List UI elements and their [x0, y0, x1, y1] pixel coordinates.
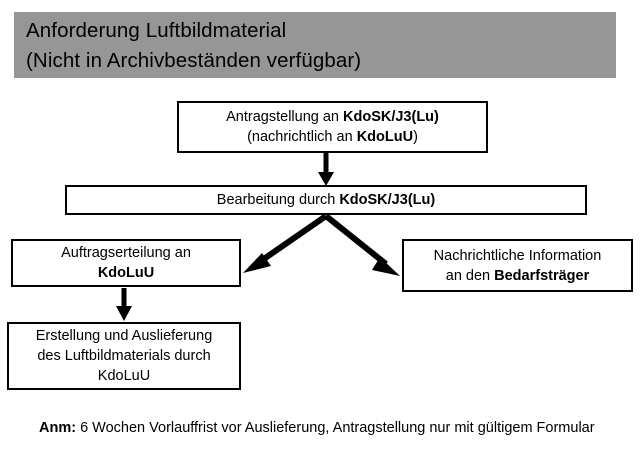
node-nachrichtliche-information-line-1: Nachrichtliche Information: [433, 247, 602, 264]
node-erstellung-auslieferung-line-1: Erstellung und Auslieferung: [35, 328, 213, 344]
node-antragstellung-line-1: Antragstellung an KdoSK/J3(Lu): [226, 109, 439, 125]
arrow-antragstellung-to-bearbeitung: [318, 153, 334, 186]
node-nachrichtliche-information[interactable]: Nachrichtliche Information an den Bedarf…: [402, 239, 633, 292]
footnote-text-line-1: 6 Wochen Vorlauffrist vor Auslieferung, …: [76, 420, 474, 436]
node-erstellung-auslieferung-line-2: des Luftbildmaterials durch: [37, 348, 211, 364]
footnote-label: Anm:: [39, 420, 77, 436]
arrow-auftrag-to-erstellung: [116, 288, 132, 321]
node-antragstellung-line-2: (nachrichtlich an KdoLuU): [247, 129, 418, 145]
node-nachrichtliche-information-line-2: an den Bedarfsträger: [445, 267, 590, 284]
footnote-text-line-2: gültigem Formular: [477, 420, 595, 436]
arrow-bearbeitung-to-auftrag: [243, 213, 328, 273]
title-line-1: Anforderung Luftbildmaterial: [26, 19, 287, 42]
title-banner: Anforderung Luftbildmaterial (Nicht in A…: [14, 12, 616, 78]
node-erstellung-auslieferung[interactable]: Erstellung und Auslieferung des Luftbild…: [7, 322, 241, 390]
node-antragstellung[interactable]: Antragstellung an KdoSK/J3(Lu) (nachrich…: [177, 101, 488, 153]
node-auftragserteilung[interactable]: Auftragserteilung an KdoLuU: [11, 239, 241, 287]
title-line-2: (Nicht in Archivbeständen verfügbar): [26, 49, 362, 72]
arrow-bearbeitung-to-nachricht: [324, 213, 400, 276]
node-auftragserteilung-line-1: Auftragserteilung an: [61, 245, 191, 261]
node-bearbeitung-line-1: Bearbeitung durch KdoSK/J3(Lu): [216, 192, 436, 208]
footnote: Anm: 6 Wochen Vorlauffrist vor Ausliefer…: [39, 418, 614, 439]
node-bearbeitung[interactable]: Bearbeitung durch KdoSK/J3(Lu): [65, 185, 587, 215]
node-erstellung-auslieferung-line-3: KdoLuU: [97, 368, 151, 384]
node-auftragserteilung-line-2: KdoLuU: [97, 265, 155, 281]
